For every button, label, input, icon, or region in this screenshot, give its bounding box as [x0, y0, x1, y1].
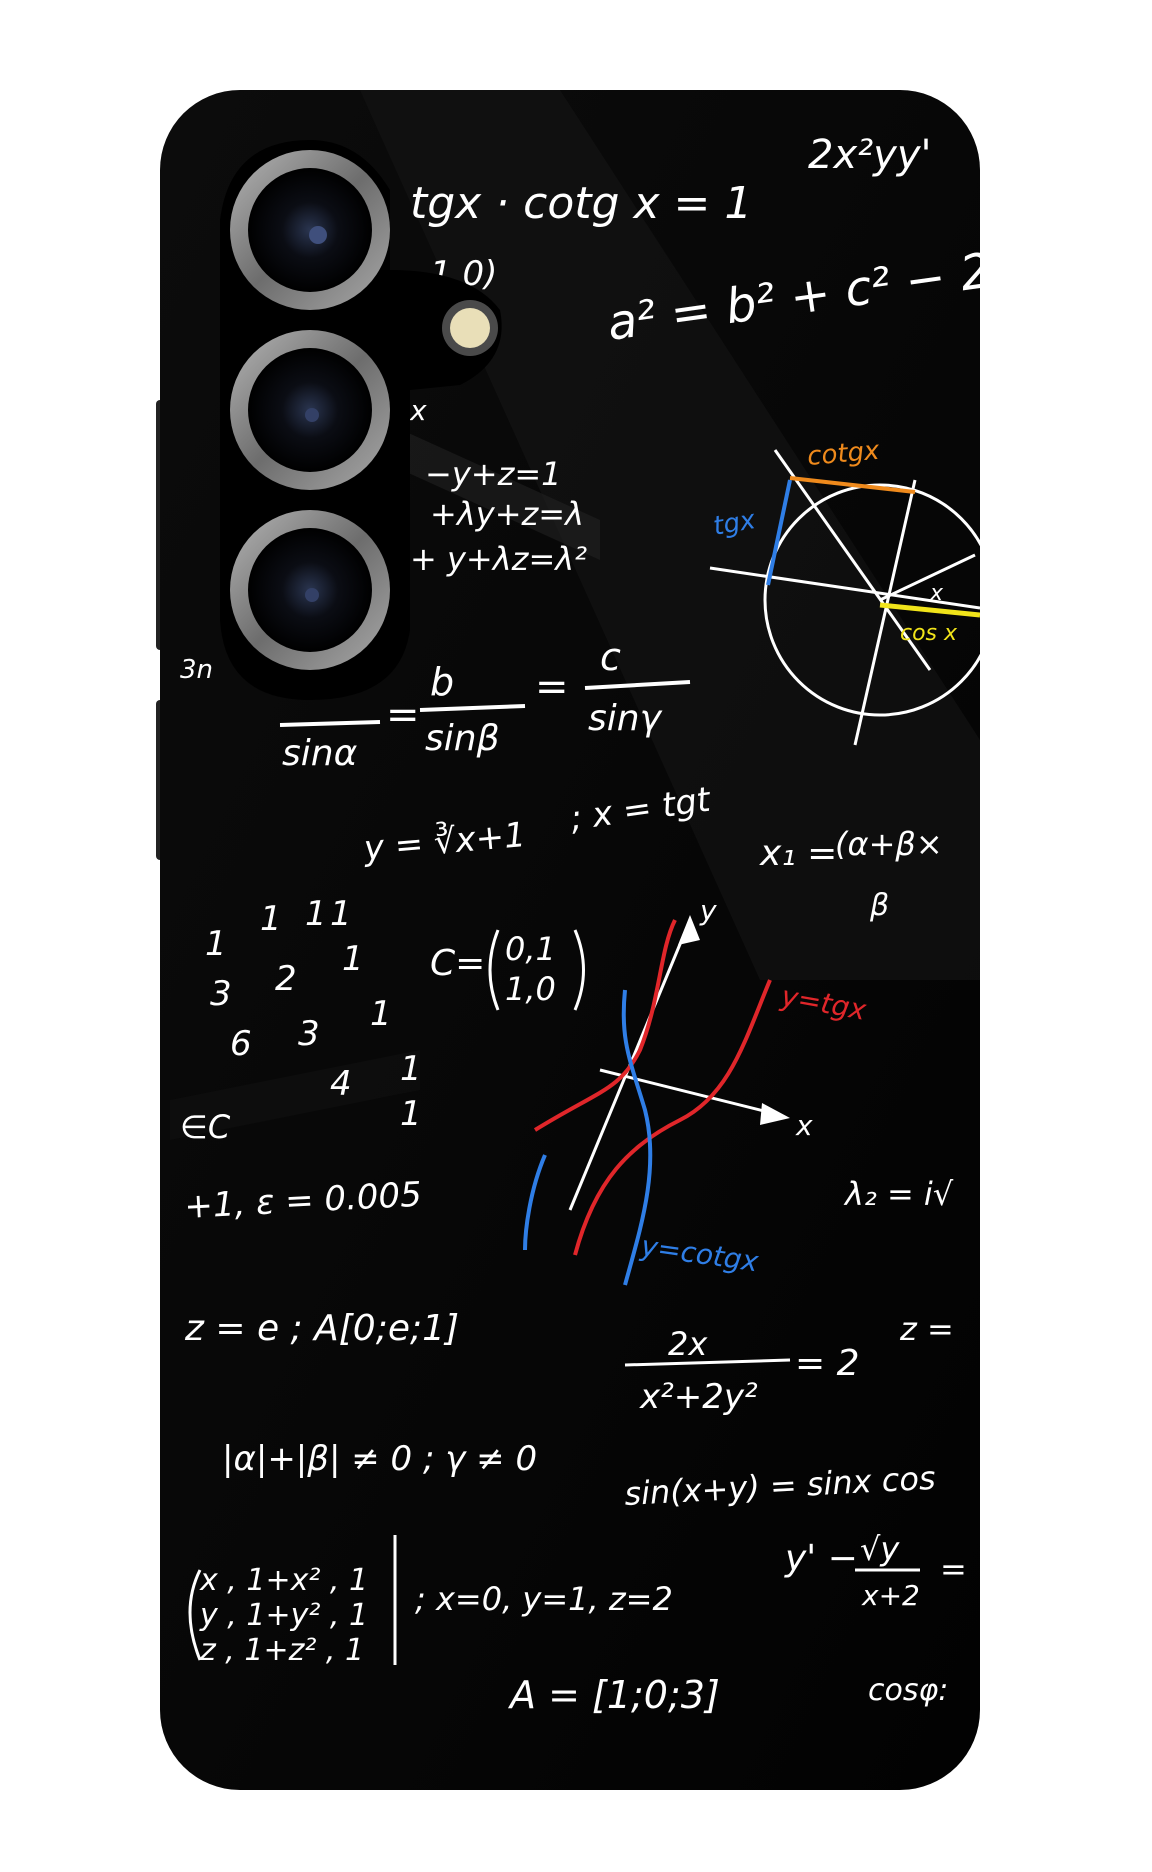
tg-curve-1 [533, 919, 677, 1132]
graph-x-arrow [760, 1103, 790, 1125]
number-cloud-digit: 6 [230, 1024, 252, 1064]
sine-law-bar-b [419, 704, 526, 712]
formula-edge-frac: 3n [180, 655, 213, 685]
fraction-den: x²+2y² [639, 1377, 758, 1417]
sine-law-c-num: c [600, 635, 621, 679]
number-cloud-digit: 1 [370, 994, 392, 1034]
cotg-curve-1 [523, 1154, 547, 1251]
matrix-row1: x , 1+x² , 1 [199, 1563, 368, 1598]
cos-line [879, 602, 980, 618]
formula-lambda2: λ₂ = i√ [843, 1175, 954, 1213]
number-cloud-digit: 2 [275, 959, 297, 999]
sine-law-b-den: sinβ [425, 718, 500, 759]
deriv-left: y' − [784, 1538, 858, 1579]
lens-glint [309, 226, 327, 244]
camera-module [220, 140, 502, 700]
sine-law-eq2: = [535, 664, 569, 710]
cotg-line [789, 476, 916, 494]
number-cloud-digit: 1 [305, 894, 327, 934]
number-cloud-digit: 1 [205, 924, 227, 964]
formula-cos-phi: cosφ: [868, 1673, 948, 1708]
graph-x-axis [599, 1068, 781, 1117]
graph-y-label: y [699, 894, 717, 927]
deriv-num: √y [860, 1530, 900, 1568]
lens-glint [305, 408, 319, 422]
circle-x-axis [709, 566, 980, 610]
formula-in-c: ∈C [180, 1108, 231, 1146]
formula-xyz: ; x=0, y=1, z=2 [415, 1580, 673, 1618]
formula-system-3: + y+λz=λ² [410, 540, 587, 578]
sine-law-bar-c [584, 680, 691, 690]
number-cloud-digit: 1 [260, 899, 282, 939]
camera-lens-top [248, 168, 372, 292]
glass-reflection-2 [380, 420, 600, 560]
deriv-eq: = [940, 1550, 967, 1588]
matrix-c-row1: 0,1 [505, 930, 556, 968]
number-cloud-digit: 1 [342, 939, 364, 979]
formula-system-1: −y+z=1 [425, 455, 562, 493]
flash-icon [450, 308, 490, 348]
unit-circle [763, 483, 980, 717]
matrix-bracket-left [188, 1569, 202, 1661]
circle-radius [773, 449, 932, 671]
number-cloud-digit: 1 [400, 1094, 422, 1134]
formula-system-2: +λy+z=λ [430, 495, 584, 533]
number-cloud-digit: 3 [210, 974, 232, 1014]
formula-abs-cond: |α|+|β| ≠ 0 ; γ ≠ 0 [222, 1439, 537, 1479]
tg-label: tgx [711, 505, 758, 542]
fraction-eq: = 2 [795, 1343, 860, 1384]
matrix-c-bracket-left [488, 929, 500, 1011]
sine-law-bar-a [279, 720, 381, 727]
formula-x1: x₁ = [759, 833, 837, 874]
formula-z-e: z = e ; A[0;e;1] [184, 1308, 459, 1349]
formula-z-eq: z = [899, 1310, 954, 1348]
lens-glint [305, 588, 319, 602]
sine-law-a: sinα [282, 733, 358, 774]
formula-tg-cotg: tgx · cotg x = 1 [410, 178, 752, 229]
cotg-label: cotgx [806, 436, 881, 472]
circle-x-label: x [929, 581, 944, 606]
formula-poly: 2x²yy' [808, 132, 932, 178]
matrix-c-label: C= [430, 943, 485, 984]
number-cloud-digit: 4 [330, 1064, 352, 1104]
glass-reflection [360, 90, 980, 980]
sine-law-eq1: = [386, 692, 420, 738]
number-cloud-digit: 1 [330, 894, 352, 934]
matrix-row2: y , 1+y² , 1 [199, 1598, 368, 1633]
number-cloud: 1 1 1 1 2 1 3 2 1 6 3 1 4 1 1 [205, 894, 422, 1134]
formula-beta: β [869, 888, 889, 923]
cotg-curve-2 [621, 989, 653, 1286]
number-cloud-digit: 1 [400, 1049, 422, 1089]
tg-line [766, 479, 792, 586]
graph-x-label: x [795, 1109, 813, 1142]
matrix-c-bracket-right [573, 929, 585, 1011]
trig-circle-diagram: cotgx tgx cos x x [709, 436, 980, 746]
circle-y-axis [853, 479, 917, 746]
graph-y-arrow [678, 915, 700, 945]
sine-law-b-num: b [430, 660, 454, 704]
sine-law-c-den: sinγ [588, 698, 663, 739]
matrix-row3: z , 1+z² , 1 [199, 1633, 364, 1668]
matrix-c-row2: 1,0 [505, 970, 556, 1008]
tg-curve-2 [573, 979, 772, 1256]
number-cloud-digit: 3 [298, 1014, 320, 1054]
formula-a-vec: A = [1;0;3] [507, 1673, 720, 1717]
formula-edge-x: x [409, 394, 427, 427]
formula-alpha-beta: (α+β× [835, 825, 943, 863]
deriv-den: x+2 [861, 1579, 920, 1612]
fraction-bar [624, 1358, 791, 1367]
glass-reflection-3 [170, 1050, 420, 1140]
circle-radius-2 [879, 553, 976, 602]
fraction-num: 2x [668, 1325, 708, 1363]
cos-label: cos x [900, 621, 958, 646]
